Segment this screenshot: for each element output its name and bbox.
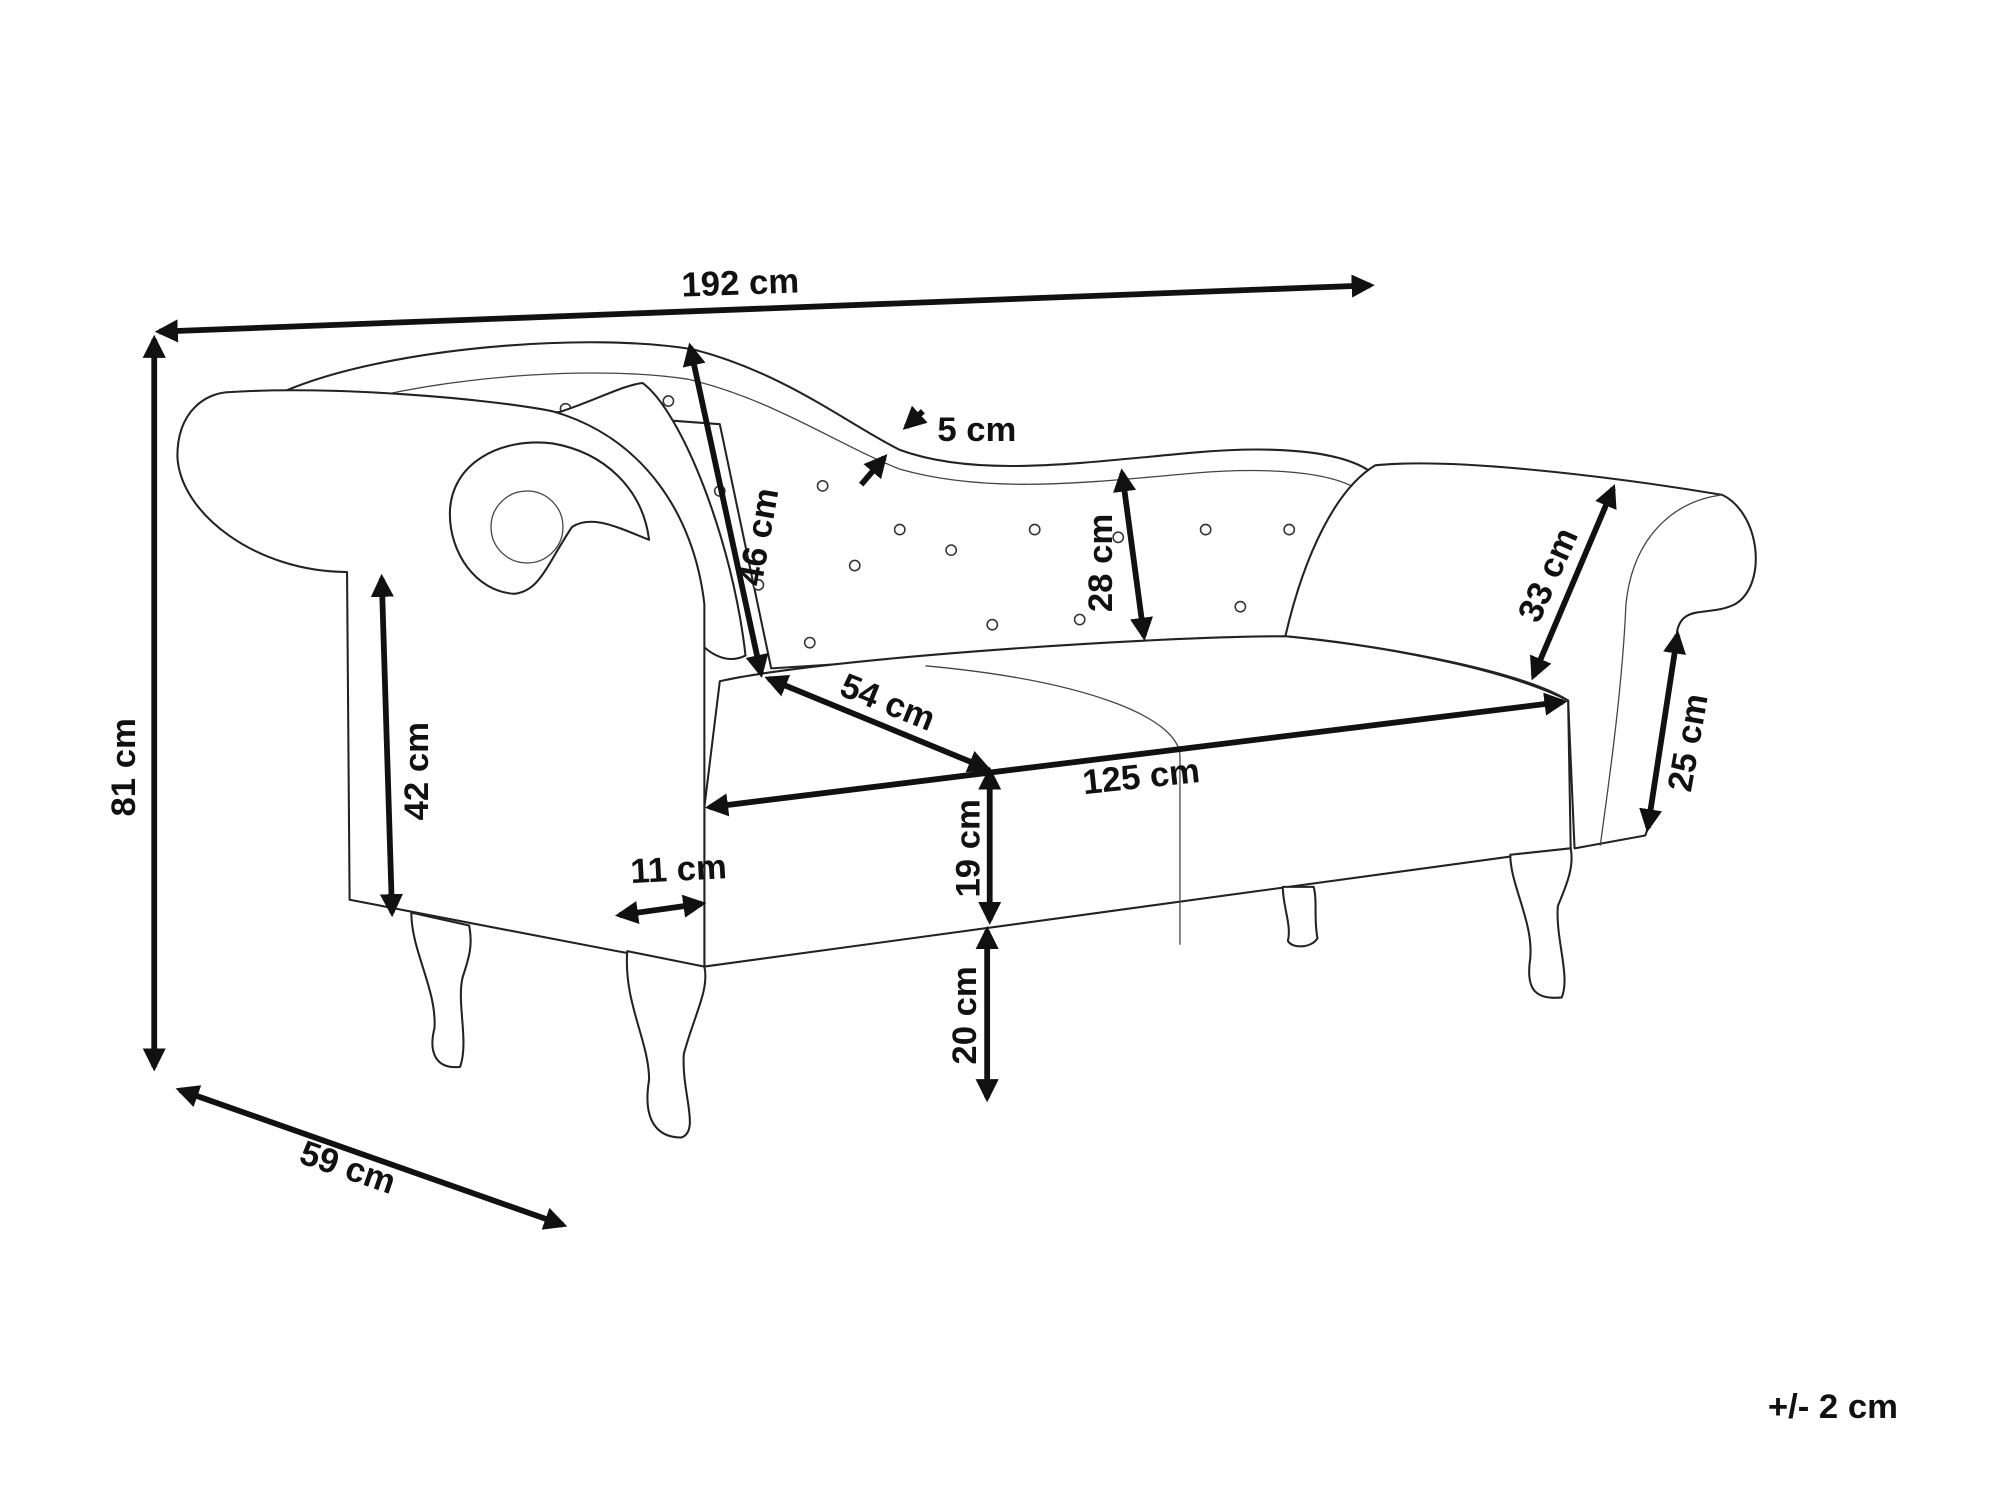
label-seat-floor: 20 cm: [946, 966, 984, 1064]
arrow-backrest-low: [1113, 468, 1153, 641]
arrow-total-width: [154, 274, 1375, 343]
label-backrest-frame: 5 cm: [937, 411, 1016, 449]
backrest: [281, 341, 1377, 670]
leg-front-left: [625, 950, 707, 1139]
label-right-arm-front: 25 cm: [1661, 691, 1716, 794]
left-armrest: [176, 389, 706, 968]
arrow-arm-height-left: [370, 573, 404, 918]
seat-cushion: [703, 635, 1572, 968]
label-arm-width: 11 cm: [629, 848, 727, 891]
label-depth: 59 cm: [295, 1134, 400, 1202]
arrow-depth: [175, 1085, 568, 1230]
arrow-arm-width: [614, 894, 707, 925]
dimension-arrows: [142, 274, 1687, 1230]
tolerance-note: +/- 2 cm: [1768, 1388, 1898, 1426]
arrow-seat-width: [704, 692, 1568, 817]
label-backrest-low: 28 cm: [1082, 514, 1120, 612]
label-seat-thickness: 19 cm: [950, 799, 988, 897]
leg-back-left: [410, 911, 472, 1069]
arrow-frame-top: [902, 405, 928, 430]
left-arm-scroll: [448, 441, 651, 595]
leg-front-right: [1509, 847, 1573, 999]
arrow-arm-height-right: [1530, 484, 1617, 681]
arrow-right-arm-front: [1639, 630, 1687, 833]
arrow-backrest-high: [682, 342, 769, 679]
arrow-frame-bottom: [858, 454, 888, 487]
label-total-width: 192 cm: [681, 262, 800, 304]
label-total-height: 81 cm: [105, 718, 143, 816]
label-arm-height-left: 42 cm: [398, 722, 436, 820]
leg-back-right: [1281, 885, 1319, 948]
